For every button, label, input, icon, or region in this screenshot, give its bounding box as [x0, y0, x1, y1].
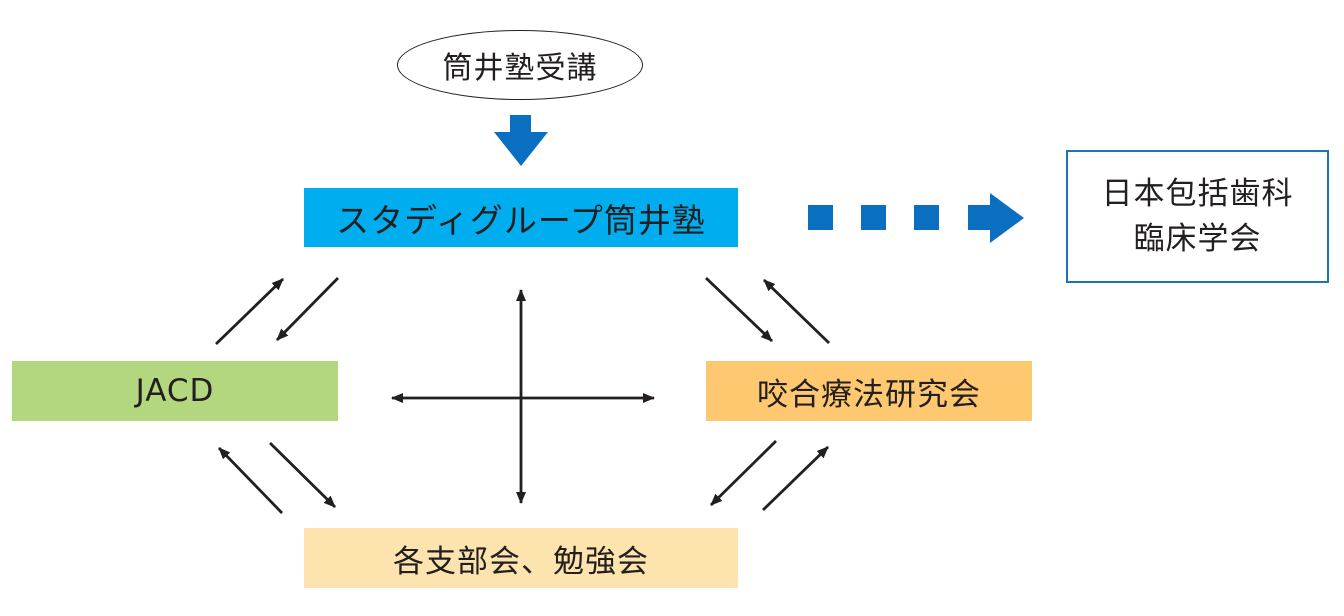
node-label: 咬合療法研究会: [757, 376, 981, 413]
node-branch-meetings: 各支部会、勉強会: [304, 528, 738, 588]
node-occlusion-research: 咬合療法研究会: [706, 361, 1032, 421]
node-comprehensive-dental-society: 日本包括歯科 臨床学会: [1066, 150, 1329, 283]
node-tsutsui-juku-course: 筒井塾受講: [397, 30, 643, 100]
node-study-group: スタディグループ筒井塾: [304, 188, 738, 247]
center-occlusion-arrows: [705, 276, 830, 345]
node-label-line1: 日本包括歯科: [1101, 175, 1294, 212]
center-jacd-arrows: [215, 277, 339, 346]
dotted-right-arrow-icon: [808, 193, 1024, 243]
node-label: 筒井塾受講: [442, 51, 598, 86]
two-way-arrow-icon: [391, 289, 655, 504]
node-jacd: JACD: [12, 361, 338, 421]
node-label: JACD: [135, 373, 215, 409]
node-label-line2: 臨床学会: [1133, 220, 1262, 257]
node-label: スタディグループ筒井塾: [336, 200, 706, 240]
occlusion-bottom-arrows: [710, 440, 829, 512]
thick-down-arrow-icon: [494, 115, 548, 166]
jacd-bottom-arrows: [217, 442, 336, 514]
node-label: 各支部会、勉強会: [393, 543, 649, 580]
